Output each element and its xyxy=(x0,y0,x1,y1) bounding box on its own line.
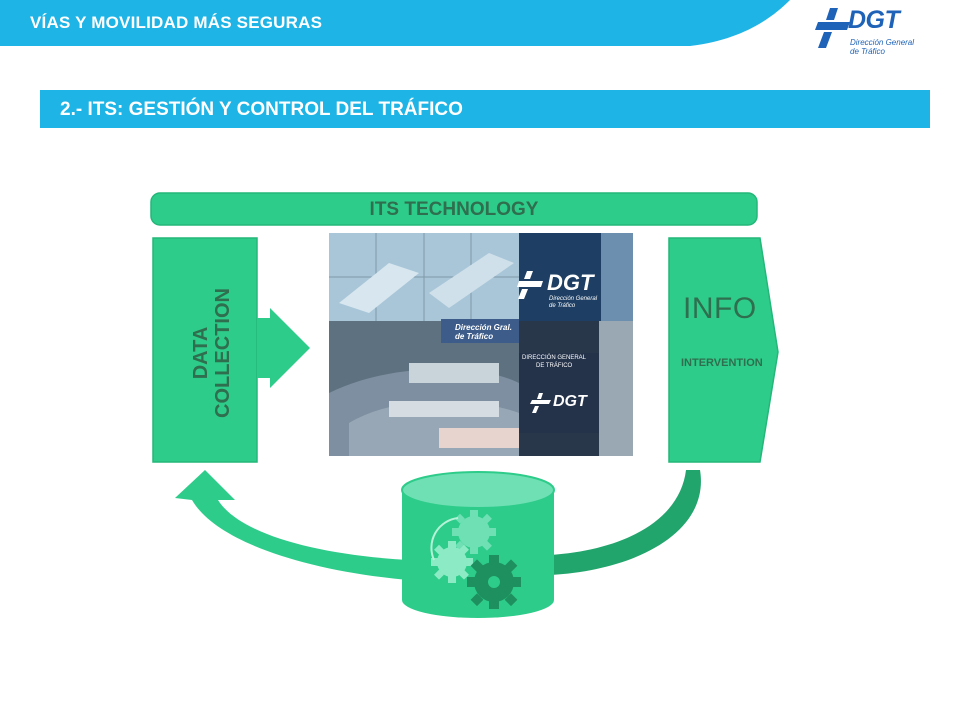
photo-dgt-logo-sub1: Dirección General xyxy=(549,296,598,302)
header-title: VÍAS Y MOVILIDAD MÁS SEGURAS xyxy=(30,13,323,32)
photo-dgt-logo-text: DGT xyxy=(547,270,594,295)
its-technology-bar xyxy=(150,192,758,226)
cylinder-to-data-arrow xyxy=(175,470,408,580)
photo-sign-2-line2: DE TRÁFICO xyxy=(536,363,573,369)
photo-sign-2-logo: DGT xyxy=(553,393,587,410)
info-to-cylinder-arrow xyxy=(550,470,701,575)
gear-icon xyxy=(452,510,496,554)
photo-sign-1-line2: de Tráfico xyxy=(455,332,494,341)
header-banner: VÍAS Y MOVILIDAD MÁS SEGURAS xyxy=(0,0,960,48)
data-to-center-arrow xyxy=(257,308,310,388)
its-technology-label: ITS TECHNOLOGY xyxy=(369,199,539,220)
dgt-logo-subtitle-line1: Dirección General xyxy=(850,38,915,47)
control-room-illustration xyxy=(329,233,633,456)
data-collection-label: DATA COLLECTION xyxy=(190,288,234,418)
section-title: 2.- ITS: GESTIÓN Y CONTROL DEL TRÁFICO xyxy=(60,99,463,120)
data-collection-label-line1: DATA xyxy=(190,326,212,380)
data-collection-label-line2: COLLECTION xyxy=(212,288,234,418)
process-cylinder-top xyxy=(401,471,555,509)
control-room-photo: DGT Dirección General de Tráfico Direcci… xyxy=(329,233,633,456)
header-banner-shape xyxy=(0,0,790,46)
dgt-logo-subtitle-line2: de Tráfico xyxy=(850,47,885,56)
data-collection-box xyxy=(152,237,258,463)
gear-icon xyxy=(431,541,473,583)
photo-dgt-logo-sub2: de Tráfico xyxy=(549,303,576,309)
gear-icon xyxy=(467,555,521,609)
info-label: INFO xyxy=(683,292,757,325)
intervention-label: INTERVENTION xyxy=(681,357,763,369)
section-title-bar: 2.- ITS: GESTIÓN Y CONTROL DEL TRÁFICO xyxy=(40,90,930,128)
rotation-arc-icon xyxy=(430,517,459,561)
dgt-logo: DGT Dirección General de Tráfico xyxy=(812,4,922,60)
photo-sign-2-line1: DIRECCIÓN GENERAL xyxy=(522,355,587,361)
dgt-logo-text: DGT xyxy=(848,6,900,34)
photo-sign-1-line1: Dirección Gral. xyxy=(455,323,512,332)
dgt-logo-subtitle: Dirección General de Tráfico xyxy=(850,38,914,56)
info-box xyxy=(668,237,779,463)
dgt-logo-mark xyxy=(815,8,850,48)
